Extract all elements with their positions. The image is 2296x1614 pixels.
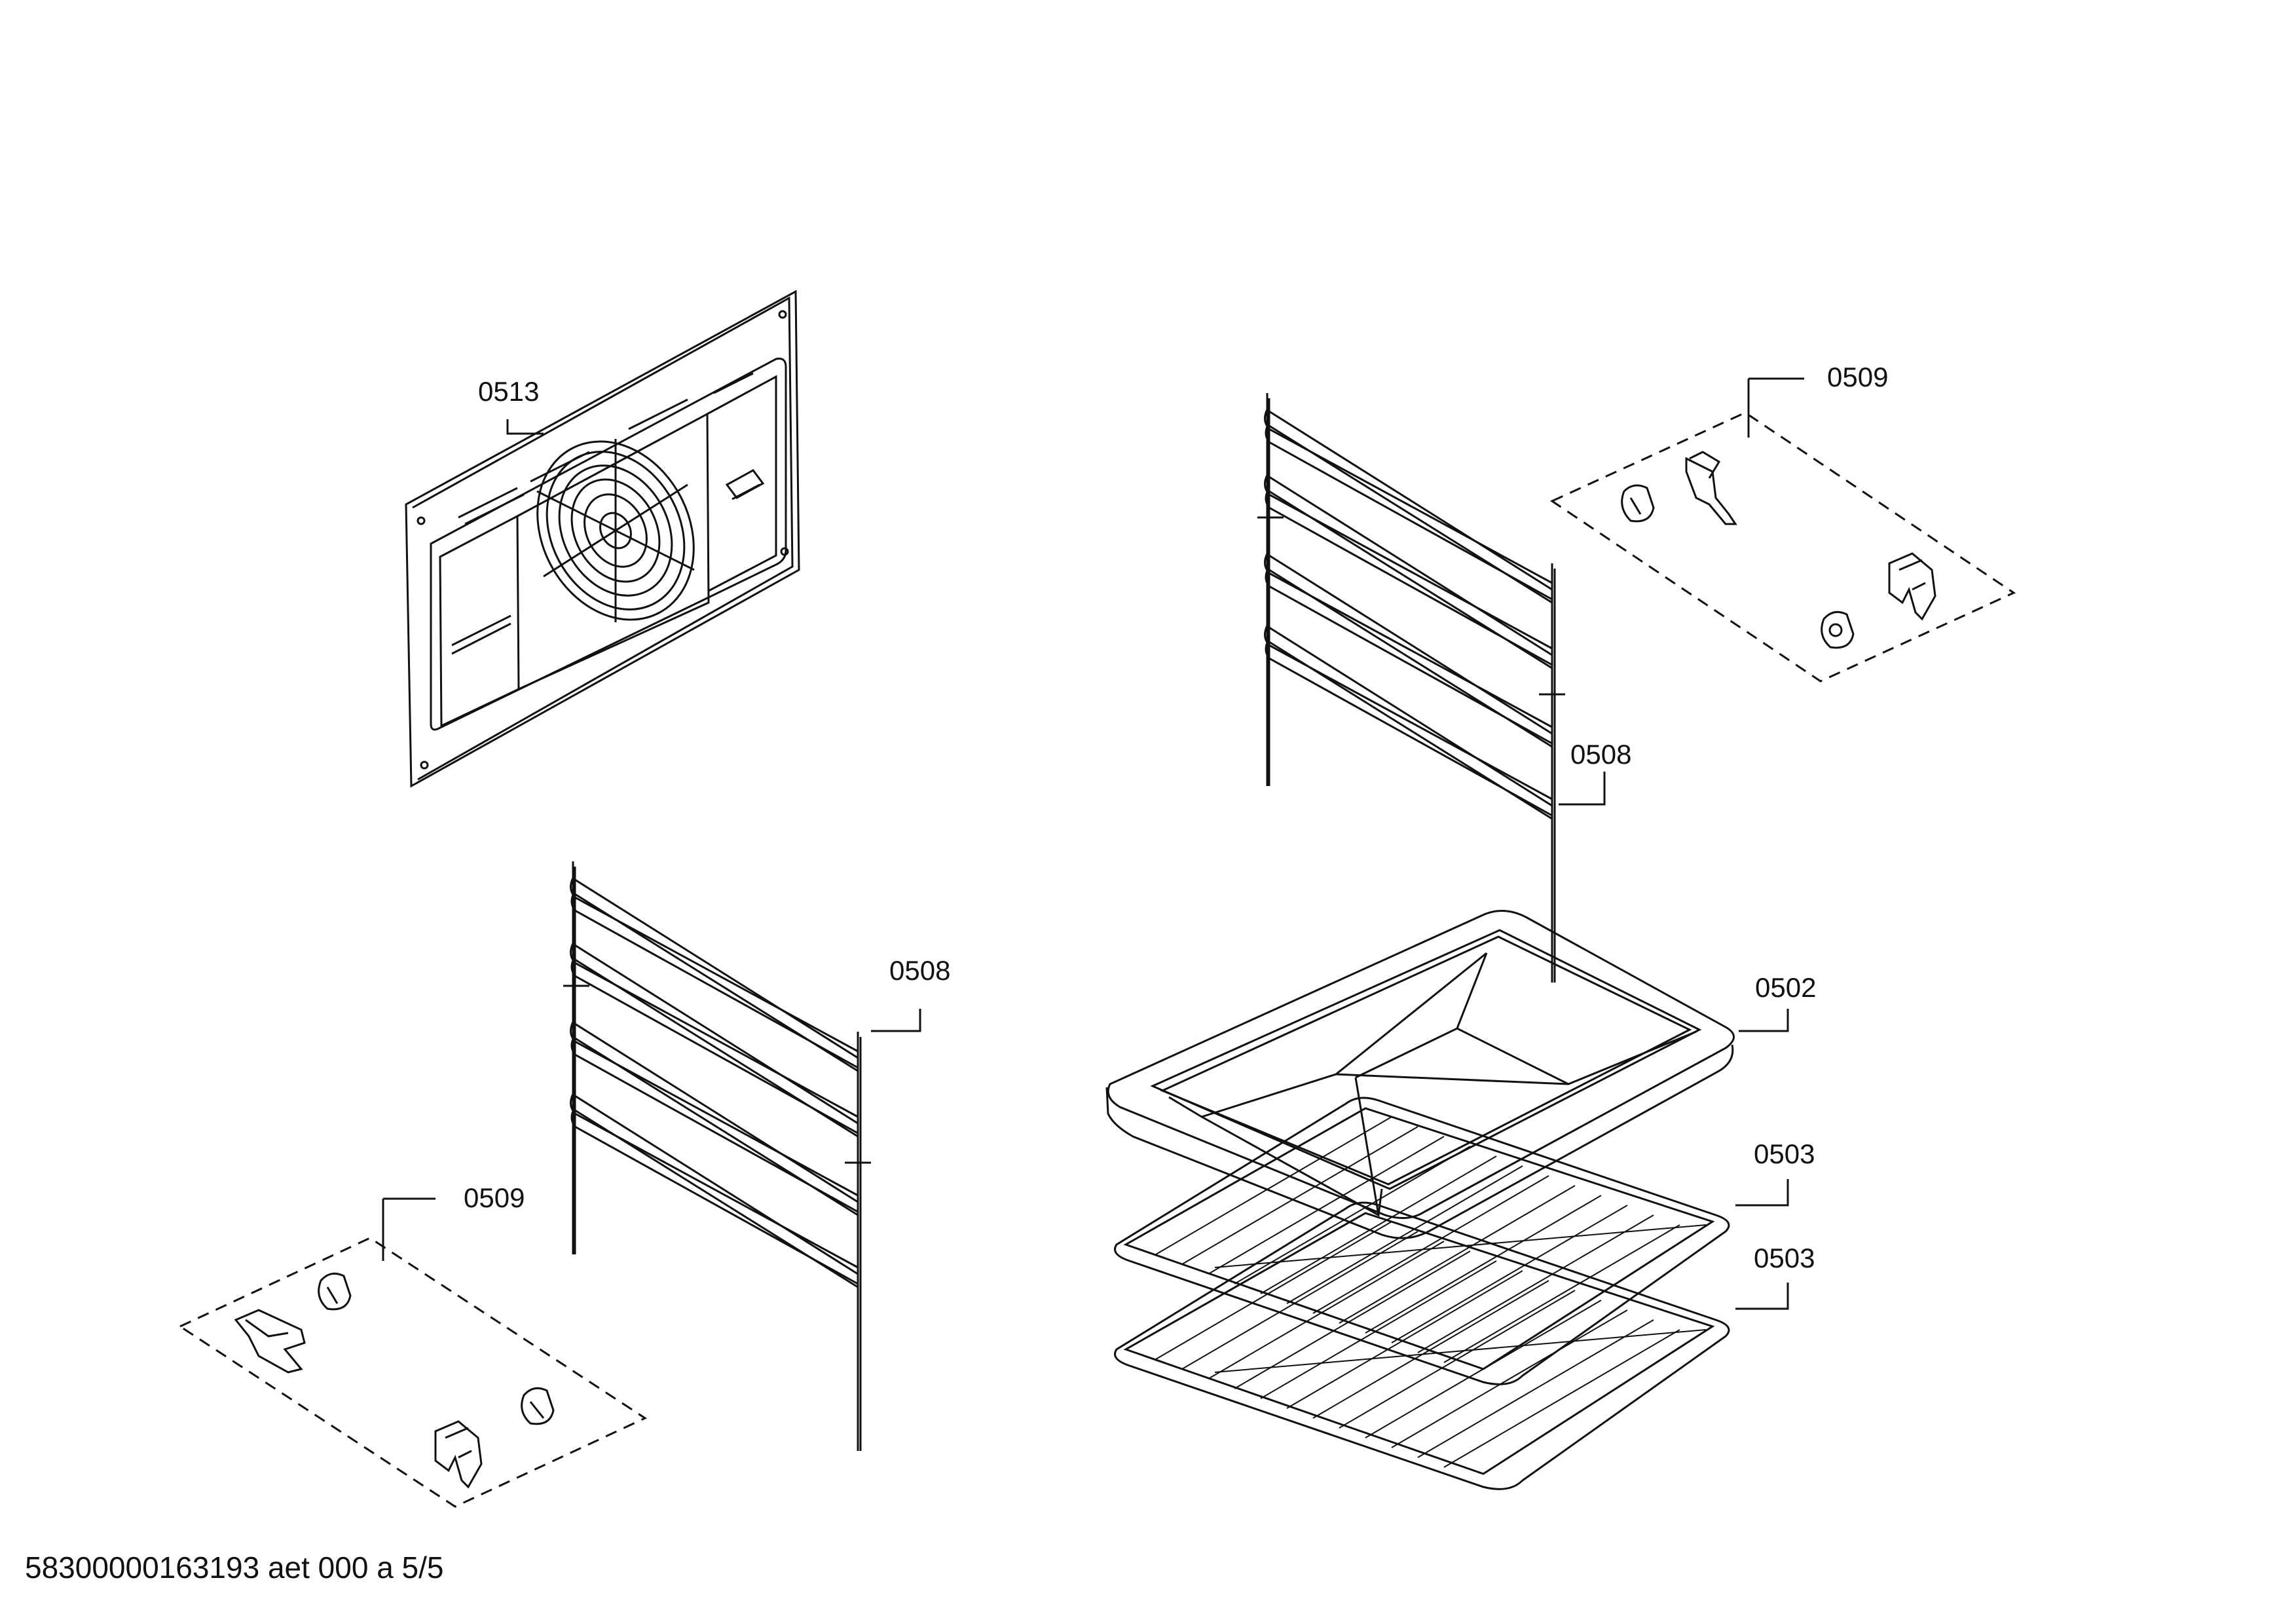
callout-0509: 0509 [1827,362,1888,392]
callout-0503: 0503 [1754,1138,1815,1169]
shelf-rail-left [562,860,872,1452]
callout-0509: 0509 [464,1182,525,1213]
baking-tray [1105,909,1735,1239]
document-id-footer: 58300000163193 aet 000 a 5/5 [25,1550,444,1585]
clip-set-left [177,1237,648,1508]
callout-0508: 0508 [889,955,950,986]
callout-0508: 0508 [1570,739,1631,770]
rear-fan-panel [405,290,800,788]
wire-rack-upper [1114,1097,1730,1385]
leader-lines [382,377,1804,1310]
wire-rack-lower [1114,1201,1730,1490]
callout-0502: 0502 [1755,972,1816,1003]
callout-0513: 0513 [478,376,539,407]
shelf-rail-right [1256,392,1566,984]
callout-0503: 0503 [1754,1243,1815,1273]
clip-set-right [1549,411,2016,683]
